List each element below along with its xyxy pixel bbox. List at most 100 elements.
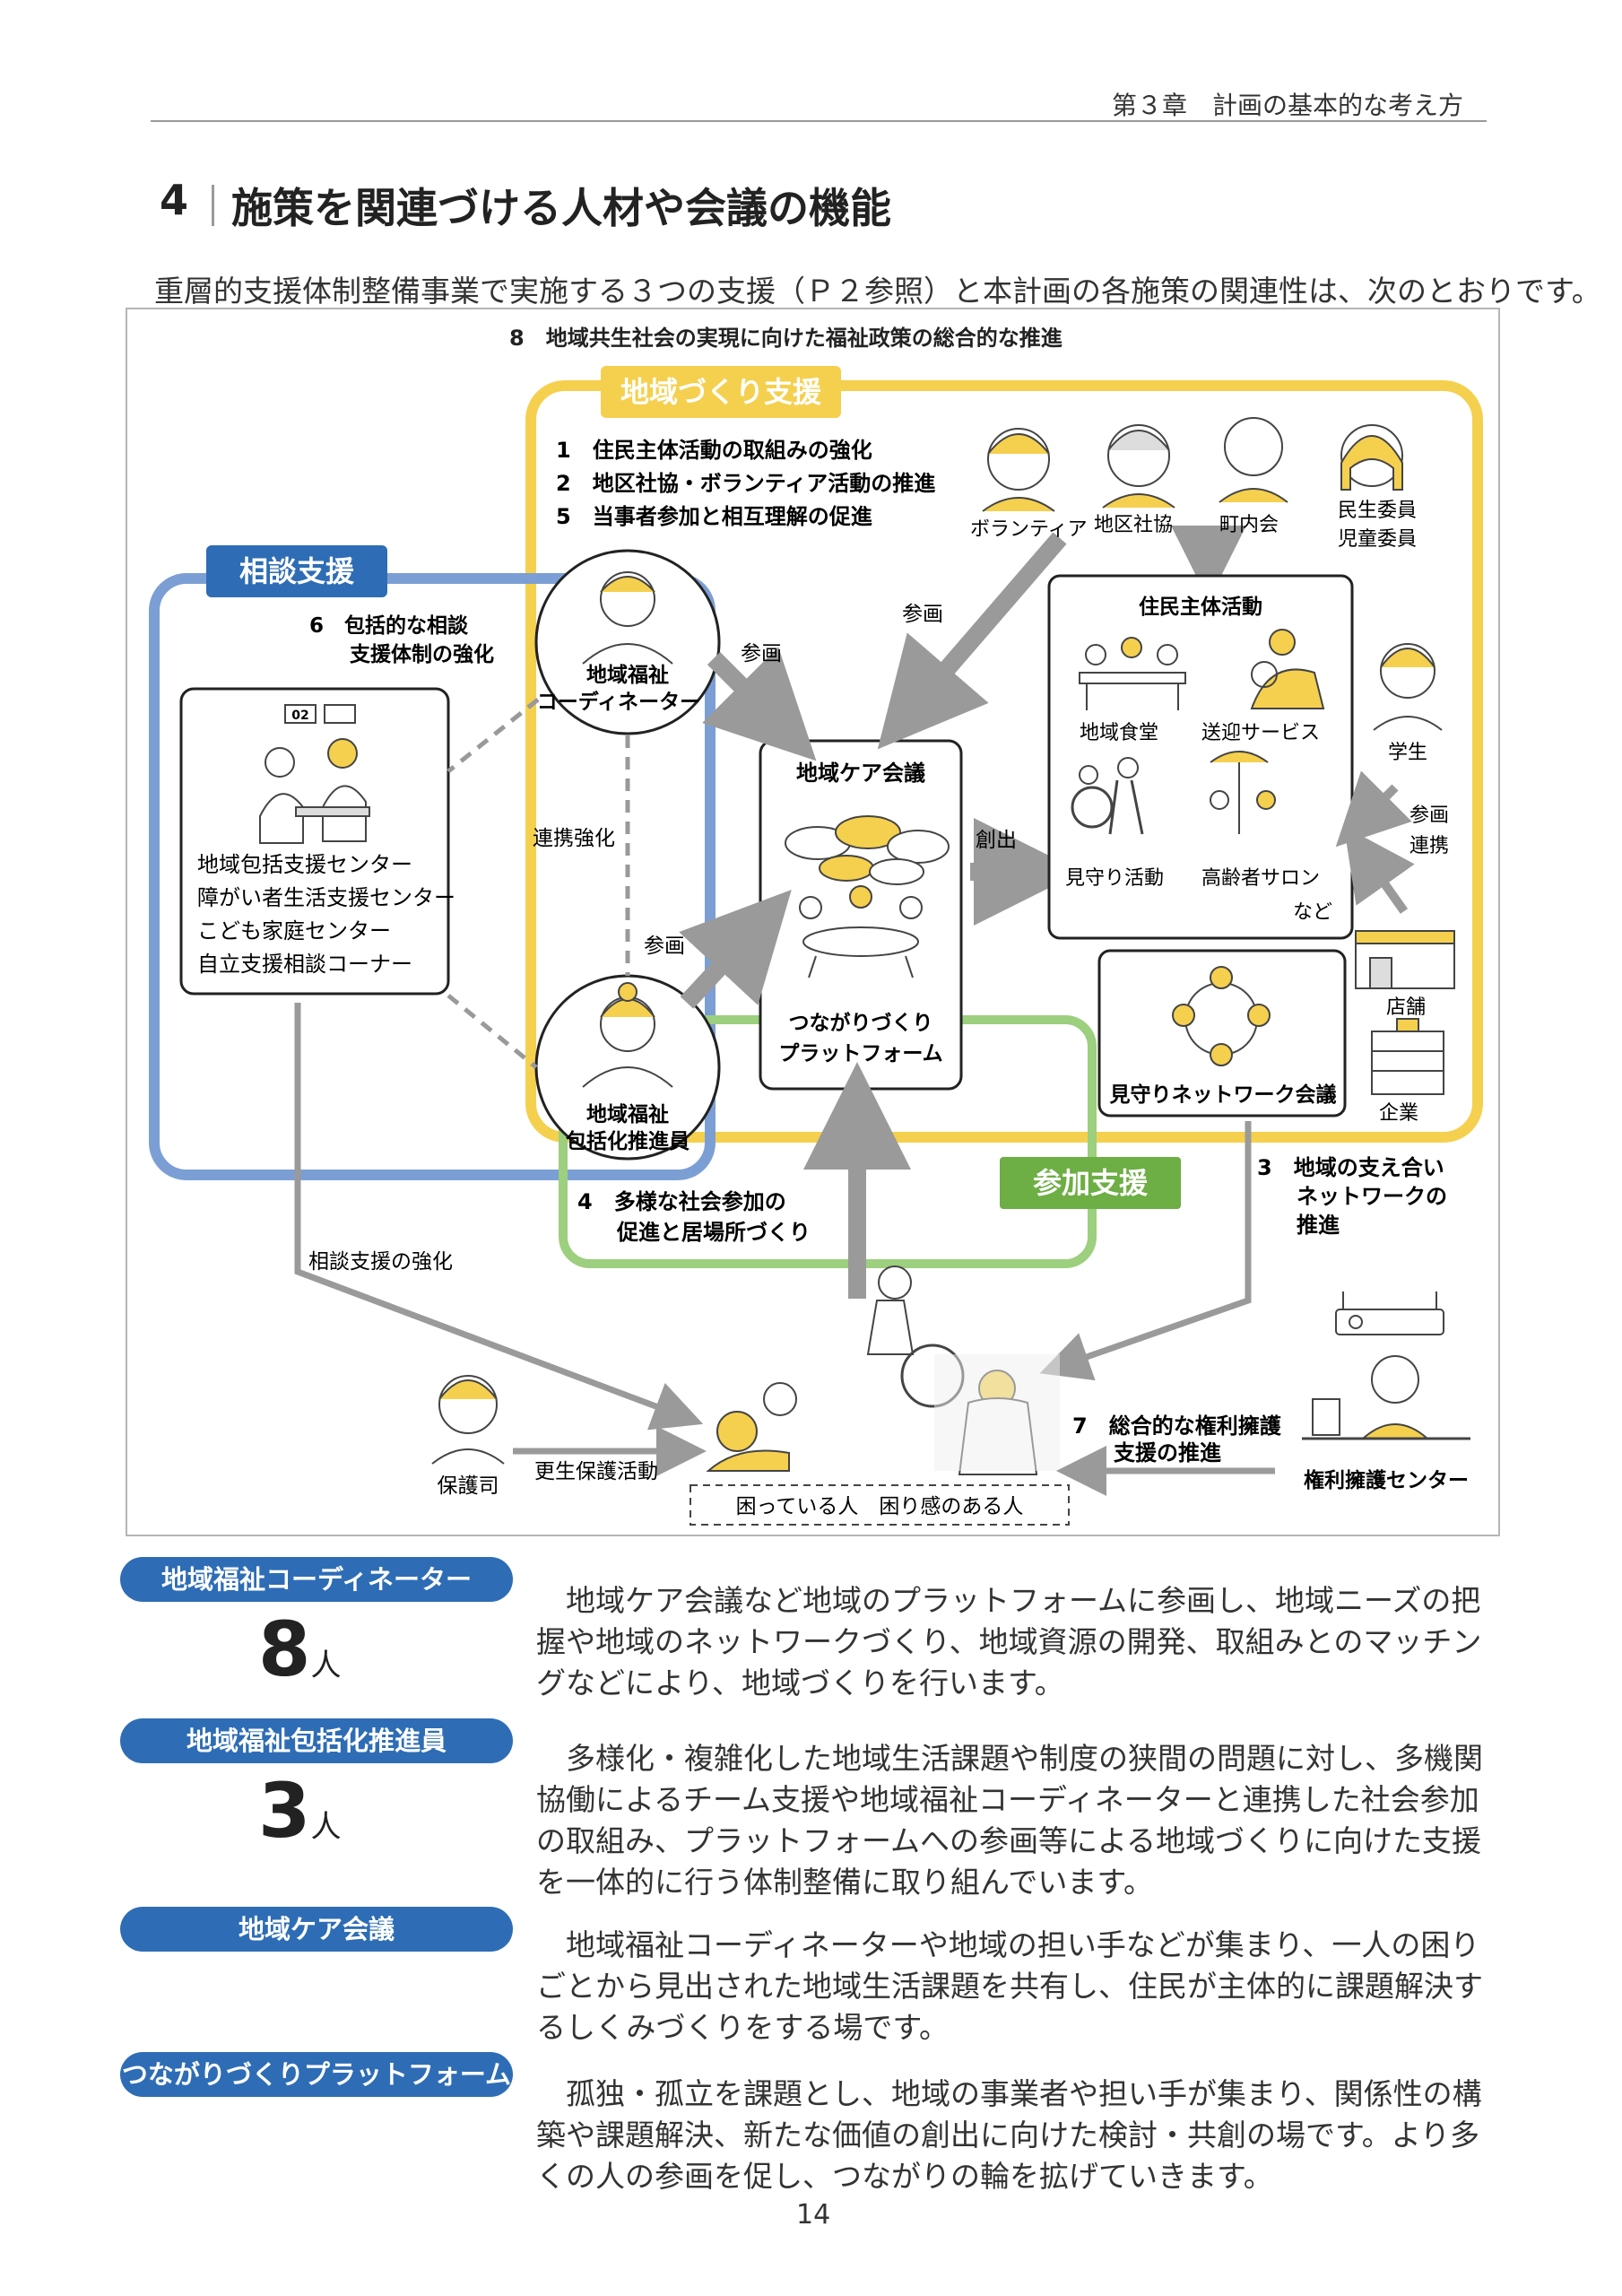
center-2: 障がい者生活支援センター bbox=[197, 885, 455, 910]
student-label: 学生 bbox=[1388, 742, 1427, 764]
counter-sign: 02 bbox=[291, 709, 308, 723]
arrow-coordinator-to-meeting bbox=[702, 647, 817, 761]
meeting-illustration bbox=[785, 815, 950, 978]
community-support-frame bbox=[525, 380, 1483, 1143]
coordinator-circle bbox=[534, 549, 721, 735]
care-meeting-description: 地域福祉コーディネーターや地域の担い手などが集まり、一人の困りごとから見出された… bbox=[536, 1927, 1483, 2045]
student-avatar bbox=[1373, 643, 1443, 731]
policy-item-3-line1: 3 地域の支え合い bbox=[1257, 1155, 1444, 1180]
troubled-people-illustration bbox=[706, 1265, 1060, 1475]
district-council-avatar bbox=[1102, 424, 1175, 509]
section-divider bbox=[212, 185, 214, 226]
consult-label-bg bbox=[206, 545, 387, 597]
promoter-count-number: 3 bbox=[258, 1767, 311, 1855]
care-meeting-box bbox=[759, 739, 963, 1091]
probation-label: 保護司 bbox=[438, 1474, 499, 1498]
consult-strength-label: 相談支援の強化 bbox=[308, 1250, 453, 1274]
platform-label-1: つながりづくり bbox=[789, 1011, 933, 1035]
rehab-label: 更生保護活動 bbox=[534, 1460, 658, 1483]
district-council-label: 地区社協 bbox=[1094, 514, 1173, 536]
policy-item-1: 1 住民主体活動の取組みの強化 bbox=[556, 438, 872, 463]
commissioner-label-2: 児童委員 bbox=[1338, 528, 1417, 551]
promoter-avatar bbox=[582, 982, 673, 1088]
arrow-promoter-to-meeting bbox=[679, 889, 792, 1009]
consult-centers-box bbox=[179, 687, 450, 996]
participate-label-2: 参画 bbox=[644, 935, 685, 958]
arrow-network-to-people bbox=[1039, 1121, 1252, 1381]
troubled-box bbox=[690, 1484, 1070, 1526]
dashed-link-promoter-center bbox=[447, 994, 538, 1069]
community-dining-illustration bbox=[1079, 637, 1186, 710]
consult-support-frame bbox=[149, 573, 716, 1180]
coordinator-count-unit: 人 bbox=[310, 1648, 342, 1683]
store-label: 店舗 bbox=[1386, 996, 1426, 1019]
senior-salon-illustration bbox=[1210, 751, 1276, 834]
role-pill-care-meeting: 地域ケア会議 bbox=[120, 1907, 513, 1952]
diagram-frame bbox=[126, 308, 1500, 1536]
participation-label-bg bbox=[1000, 1157, 1181, 1209]
watch-network-label: 見守りネットワーク会議 bbox=[1110, 1083, 1337, 1107]
neighborhood-assoc-avatar bbox=[1219, 417, 1288, 503]
support-diagram: 地域づくり支援 相談支援 参加支援 8 地域共生社会の実現に向けた福祉政策の総合… bbox=[149, 326, 1483, 1526]
arrow-volunteers-to-meeting bbox=[877, 532, 1067, 750]
probation-officer-avatar bbox=[431, 1375, 505, 1465]
coordinator-label-1: 地域福祉 bbox=[586, 663, 669, 687]
center-3: こども家庭センター bbox=[197, 918, 391, 944]
activities-etc: など bbox=[1293, 901, 1332, 924]
promoter-description: 多様化・複雑化した地域生活課題や制度の狭間の問題に対し、多機関協働によるチーム支… bbox=[536, 1741, 1483, 1900]
coordinator-label-2: コーディネーター bbox=[537, 690, 700, 714]
link-strengthen-label: 連携強化 bbox=[533, 827, 615, 850]
commissioner-label-1: 民生委員 bbox=[1338, 500, 1417, 522]
activity-watching: 見守り活動 bbox=[1065, 867, 1164, 890]
policy-item-6-line1: 6 包括的な相談 bbox=[309, 613, 469, 638]
policy-item-4-line1: 4 多様な社会参加の bbox=[577, 1189, 786, 1214]
policy-item-7-line2: 支援の推進 bbox=[1114, 1440, 1221, 1465]
coordinator-count-number: 8 bbox=[258, 1605, 311, 1693]
community-label-bg bbox=[601, 366, 841, 418]
coordinator-description: 地域ケア会議など地域のプラットフォームに参画し、地域ニーズの把握や地域のネットワ… bbox=[536, 1583, 1482, 1700]
watch-network-box bbox=[1097, 949, 1347, 1118]
troubled-label: 困っている人 困り感のある人 bbox=[736, 1495, 1024, 1518]
transport-service-illustration bbox=[1250, 629, 1325, 709]
care-meeting-label: 地域ケア会議 bbox=[796, 761, 925, 786]
chapter-header: 第３章 計画の基本的な考え方 bbox=[1112, 91, 1464, 120]
promoter-count: 3人 bbox=[258, 1767, 341, 1855]
page-number: 14 bbox=[796, 2199, 831, 2231]
policy-item-5: 5 当事者参加と相互理解の促進 bbox=[556, 504, 872, 529]
section-title: 施策を関連づける人材や会議の機能 bbox=[231, 184, 891, 232]
arrow-consult-to-people bbox=[294, 1003, 704, 1431]
activity-salon: 高齢者サロン bbox=[1201, 867, 1320, 890]
role-pill-platform: つながりづくりプラットフォーム bbox=[120, 2052, 513, 2097]
arrow-student-to-activities bbox=[1335, 770, 1412, 848]
intro-text: 重層的支援体制整備事業で実施する３つの支援（Ｐ２参照）と本計画の各施策の関連性は… bbox=[154, 274, 1601, 309]
policy-item-2: 2 地区社協・ボランティア活動の推進 bbox=[556, 471, 935, 496]
policy-item-8: 8 地域共生社会の実現に向けた福祉政策の総合的な推進 bbox=[509, 326, 1063, 351]
coordinator-count: 8人 bbox=[258, 1605, 341, 1693]
promoter-label-1: 地域福祉 bbox=[586, 1102, 669, 1126]
platform-description: 孤独・孤立を課題とし、地域の事業者や担い手が集まり、関係性の構築や課題解決、新た… bbox=[536, 2076, 1482, 2194]
network-illustration bbox=[1172, 966, 1271, 1066]
promoter-count-unit: 人 bbox=[310, 1809, 342, 1845]
participate-label-1: 参画 bbox=[741, 642, 782, 665]
company-label: 企業 bbox=[1379, 1102, 1418, 1125]
role-pill-promoter: 地域福祉包括化推進員 bbox=[120, 1718, 513, 1763]
platform-label-2: プラットフォーム bbox=[778, 1042, 942, 1065]
arrow-store-to-activities bbox=[1343, 826, 1415, 914]
create-label: 創出 bbox=[976, 829, 1017, 852]
section-number: 4 bbox=[160, 176, 189, 224]
consult-support-label: 相談支援 bbox=[239, 554, 355, 588]
neighborhood-assoc-label: 町内会 bbox=[1219, 514, 1279, 536]
policy-item-7-line1: 7 総合的な権利擁護 bbox=[1072, 1413, 1282, 1439]
counseling-illustration: 02 bbox=[259, 704, 370, 844]
promoter-label-2: 包括化推進員 bbox=[566, 1129, 690, 1153]
volunteer-avatar bbox=[982, 428, 1055, 512]
link-label: 連携 bbox=[1409, 835, 1449, 857]
role-pill-coordinator: 地域福祉コーディネーター bbox=[120, 1557, 513, 1602]
volunteer-label: ボランティア bbox=[970, 518, 1088, 541]
policy-item-6-line2: 支援体制の強化 bbox=[349, 642, 494, 666]
participate-label-4: 参画 bbox=[1409, 804, 1449, 827]
activity-dining: 地域食堂 bbox=[1080, 722, 1158, 744]
store-illustration bbox=[1355, 930, 1455, 989]
watching-illustration bbox=[1071, 757, 1144, 835]
center-1: 地域包括支援センター bbox=[197, 852, 412, 877]
